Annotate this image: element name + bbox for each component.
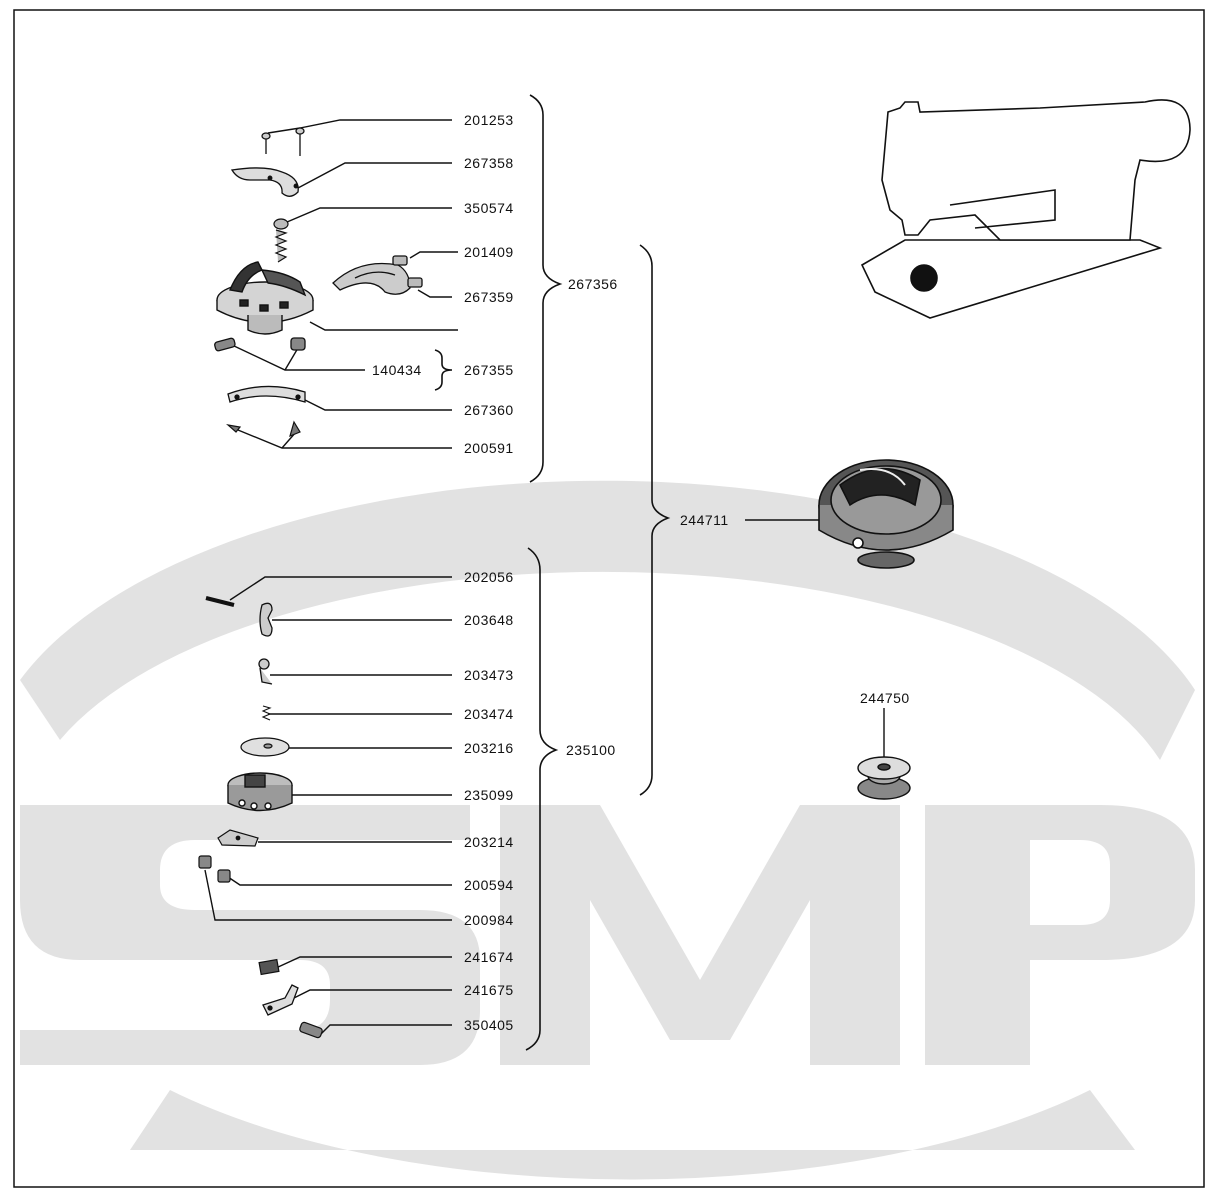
label-200594: 200594	[464, 877, 514, 893]
bracket-235100	[525, 547, 559, 1051]
watermark-arc	[20, 480, 1195, 760]
label-200591: 200591	[464, 440, 514, 456]
part-201409-screws	[392, 255, 423, 288]
part-201253-screws	[261, 127, 305, 156]
leader-200594	[227, 876, 452, 886]
label-203216: 203216	[464, 740, 514, 756]
label-203648: 203648	[464, 612, 514, 628]
part-267360-plate	[227, 385, 306, 403]
label-203474: 203474	[464, 706, 514, 722]
label-203214: 203214	[464, 834, 514, 850]
bracket-244711	[639, 244, 671, 796]
watermark-arc-bottom	[130, 1090, 1135, 1180]
leader-267358	[297, 162, 452, 189]
leader-lines	[204, 119, 885, 1038]
part-203473-lever	[258, 658, 273, 685]
label-235100: 235100	[566, 742, 616, 758]
part-350574-spring	[273, 218, 289, 263]
part-200591-screws	[226, 420, 301, 438]
label-244750: 244750	[860, 690, 910, 706]
label-202056: 202056	[464, 569, 514, 585]
label-350405: 350405	[464, 1017, 514, 1033]
watermark-letter-p	[925, 805, 1195, 1065]
part-203214-plate	[217, 829, 259, 847]
part-203474-spring	[261, 705, 272, 721]
label-350574: 350574	[464, 200, 514, 216]
leader-201409	[409, 251, 458, 259]
bobbin-244750	[857, 756, 911, 800]
leader-201253	[299, 119, 452, 129]
leader-hook-base	[309, 321, 458, 331]
label-241674: 241674	[464, 949, 514, 965]
part-203648-latch	[259, 602, 273, 637]
leader-241675	[289, 989, 452, 1001]
part-267358-gib	[230, 167, 299, 197]
leader-350574	[279, 207, 452, 226]
label-140434: 140434	[372, 362, 422, 378]
label-244711: 244711	[680, 512, 729, 528]
label-267360: 267360	[464, 402, 514, 418]
part-350405-screw	[299, 1021, 323, 1039]
part-267359-gib	[332, 262, 411, 295]
leader-200984	[204, 869, 452, 921]
leader-241674	[275, 956, 452, 969]
label-201409: 201409	[464, 244, 514, 260]
part-202056-pin	[205, 596, 235, 607]
label-235099: 235099	[464, 787, 514, 803]
part-241675-spring-plate	[262, 984, 299, 1016]
sewing-machine	[860, 99, 1191, 319]
part-200594-200984-screws	[198, 855, 231, 883]
label-203473: 203473	[464, 667, 514, 683]
label-201253: 201253	[464, 112, 514, 128]
label-200984: 200984	[464, 912, 514, 928]
label-241675: 241675	[464, 982, 514, 998]
part-140434-pins	[214, 337, 306, 352]
brackets	[434, 94, 671, 1051]
leader-267359	[417, 289, 452, 298]
part-203216-washer	[240, 737, 290, 757]
watermark-letter-m	[500, 805, 900, 1065]
leader-267360	[304, 399, 452, 411]
label-267359: 267359	[464, 289, 514, 305]
part-241674-block	[258, 958, 280, 976]
label-267356: 267356	[568, 276, 618, 292]
smp-watermark	[20, 480, 1195, 1180]
part-hook-body	[216, 261, 314, 335]
hook-assembly-244711	[818, 459, 954, 569]
label-267355: 267355	[464, 362, 514, 378]
leader-200591	[237, 429, 452, 449]
bracket-267356	[529, 94, 563, 483]
page-border	[13, 9, 1205, 1188]
part-235099-bobbin-case	[227, 772, 293, 812]
watermark-letter-s	[20, 805, 480, 1065]
label-267358: 267358	[464, 155, 514, 171]
leader-202056	[229, 576, 452, 601]
bracket-267355	[434, 349, 453, 391]
